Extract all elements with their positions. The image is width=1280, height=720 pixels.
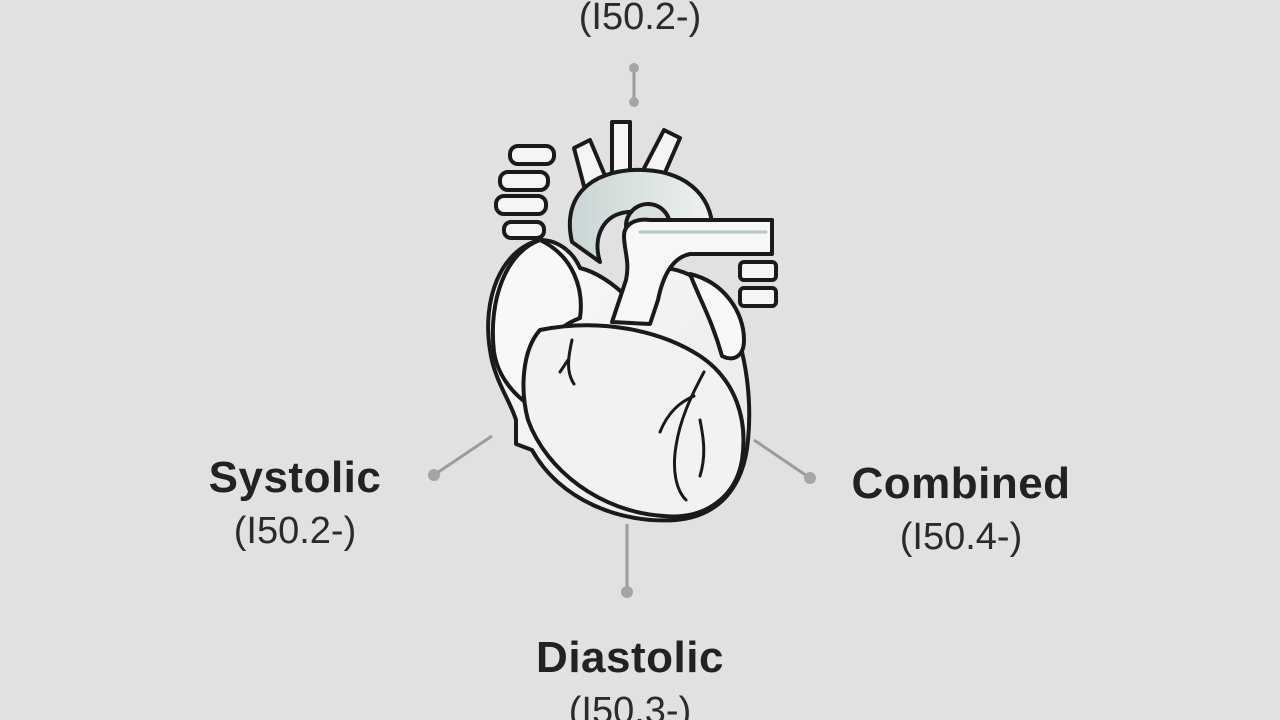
right-atrium [688,272,746,361]
connector-combined [753,438,816,484]
pulmonary-artery [610,217,774,326]
heart-icon [486,120,778,523]
top-label: (I50.2-) [540,0,740,36]
combined-name: Combined [851,459,1071,508]
diastolic-code: (I50.3-) [568,690,692,720]
systolic-name: Systolic [208,453,382,502]
combined-label: Combined (I50.4-) [826,459,1096,558]
systolic-label: Systolic (I50.2-) [190,453,400,552]
connector-top [629,63,639,107]
diastolic-label: Diastolic (I50.3-) [500,636,760,720]
coronary-vessels [558,338,706,502]
connector-systolic [428,434,493,481]
connector-diastolic [621,524,633,598]
systolic-code: (I50.2-) [233,510,357,552]
pulmonary-veins-left [494,144,556,240]
combined-code: (I50.4-) [899,516,1023,558]
diastolic-name: Diastolic [536,633,724,682]
ventricle [521,323,746,519]
pulmonary-veins-right [738,260,778,308]
top-code: (I50.2-) [578,0,702,38]
